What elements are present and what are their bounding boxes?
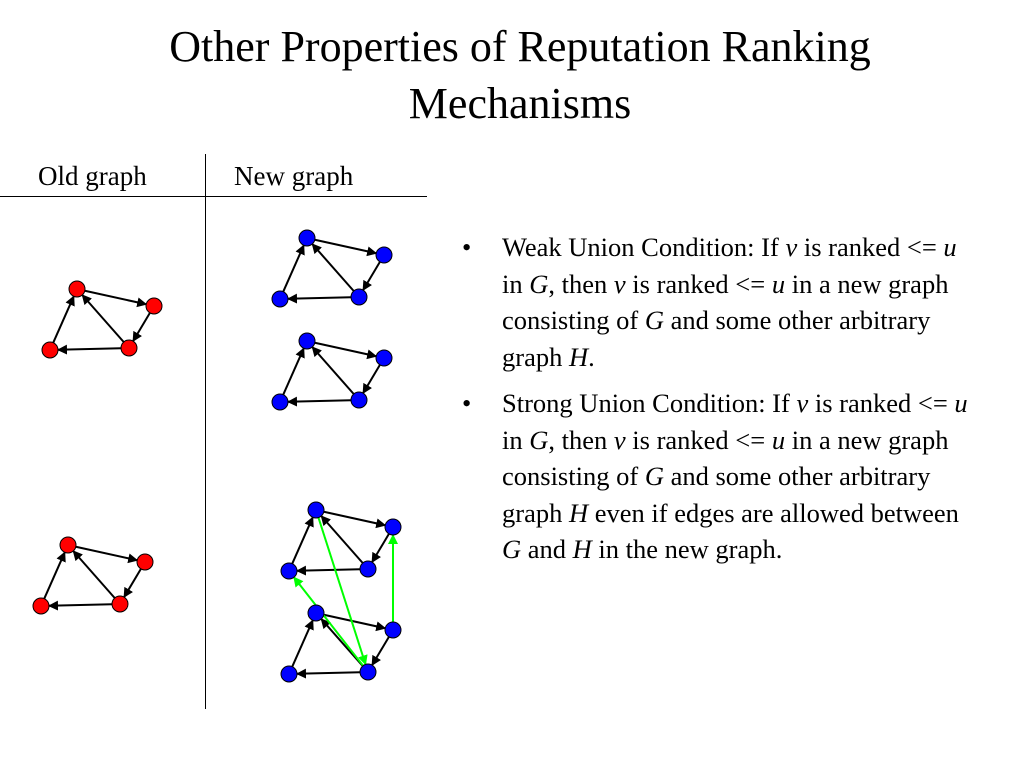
old-graph-2-node-b bbox=[136, 553, 154, 571]
new-graph-1-edge-b-c bbox=[362, 261, 381, 291]
cross-edge-h-to-g bbox=[293, 576, 364, 667]
new-graph-2-node-c bbox=[350, 391, 368, 409]
old-graph-1-node-d bbox=[41, 341, 59, 359]
new-graph-3-edge-c-a bbox=[320, 515, 364, 564]
old-graph-1-node-b bbox=[145, 297, 163, 315]
new-graph-4-edge-c-d bbox=[295, 668, 361, 679]
new-graph-2-edge-b-c bbox=[362, 364, 381, 394]
bullet-marker: • bbox=[462, 232, 472, 262]
old-graph-2-node-c bbox=[111, 595, 129, 613]
new-graph-2-edge-a-b bbox=[314, 341, 378, 360]
old-graph-2-node-d bbox=[32, 597, 50, 615]
new-graph-4-edge-a-b bbox=[323, 613, 387, 632]
old-graph-1-edge-b-c bbox=[132, 312, 151, 342]
new-graph-1-edge-a-b bbox=[314, 238, 378, 257]
new-graph-3-node-c bbox=[359, 560, 377, 578]
new-graph-1-node-a bbox=[298, 229, 316, 247]
graph-diagram bbox=[32, 229, 402, 683]
old-graph-1-edge-c-a bbox=[81, 294, 125, 343]
new-graph-3-node-d bbox=[280, 562, 298, 580]
old-graph-header: Old graph bbox=[38, 161, 147, 191]
bullet-weak-union: •Weak Union Condition: If v is ranked <=… bbox=[462, 229, 982, 375]
slide-title: Other Properties of Reputation Ranking M… bbox=[20, 18, 1020, 132]
bullet-list: •Weak Union Condition: If v is ranked <=… bbox=[462, 229, 982, 578]
new-graph-4-node-b bbox=[384, 621, 402, 639]
new-graph-4-edge-d-a bbox=[291, 619, 314, 668]
old-graph-1-edge-c-d bbox=[56, 344, 122, 355]
new-graph-2-edge-c-d bbox=[286, 396, 352, 407]
new-graph-2-node-b bbox=[375, 349, 393, 367]
old-graph-2-edge-c-d bbox=[47, 600, 113, 611]
cross-edge-g-to-h bbox=[317, 517, 368, 666]
new-graph-2-edge-d-a bbox=[282, 347, 305, 396]
new-graph-3-edge-d-a bbox=[291, 516, 314, 565]
new-graph-3-node-a bbox=[307, 501, 325, 519]
new-graph-4-node-c bbox=[359, 663, 377, 681]
new-graph-4-edge-b-c bbox=[371, 636, 390, 666]
old-graph-2-edge-b-c bbox=[123, 568, 142, 598]
new-graph-1-edge-c-d bbox=[286, 293, 352, 304]
title-line-1: Other Properties of Reputation Ranking bbox=[169, 22, 871, 71]
old-graph-2-node-a bbox=[59, 536, 77, 554]
new-graph-4-edge-c-a bbox=[320, 618, 364, 667]
table-horizontal-divider bbox=[0, 196, 427, 197]
new-graph-4-node-a bbox=[307, 604, 325, 622]
bullet-marker: • bbox=[462, 388, 472, 418]
new-graph-1-node-d bbox=[271, 290, 289, 308]
table-vertical-divider bbox=[205, 154, 206, 709]
new-graph-1-node-b bbox=[375, 246, 393, 264]
old-graph-1-node-a bbox=[68, 280, 86, 298]
new-graph-1-node-c bbox=[350, 288, 368, 306]
title-line-2: Mechanisms bbox=[408, 79, 632, 128]
old-graph-2-edge-d-a bbox=[43, 551, 66, 600]
new-graph-4-node-d bbox=[280, 665, 298, 683]
old-graph-2-edge-c-a bbox=[72, 550, 116, 599]
new-graph-2-node-d bbox=[271, 393, 289, 411]
old-graph-1-edge-d-a bbox=[52, 295, 75, 344]
new-graph-2-edge-c-a bbox=[311, 346, 355, 395]
old-graph-2-edge-a-b bbox=[75, 545, 139, 564]
new-graph-3-edge-c-d bbox=[295, 565, 361, 576]
old-graph-1-edge-a-b bbox=[84, 289, 148, 308]
new-graph-3-edge-a-b bbox=[323, 510, 387, 529]
new-graph-header: New graph bbox=[234, 161, 354, 191]
new-graph-3-edge-b-c bbox=[371, 533, 390, 563]
new-graph-1-edge-d-a bbox=[282, 244, 305, 293]
bullet-strong-union: •Strong Union Condition: If v is ranked … bbox=[462, 385, 982, 568]
new-graph-2-node-a bbox=[298, 332, 316, 350]
new-graph-3-node-b bbox=[384, 518, 402, 536]
new-graph-1-edge-c-a bbox=[311, 243, 355, 292]
old-graph-1-node-c bbox=[120, 339, 138, 357]
